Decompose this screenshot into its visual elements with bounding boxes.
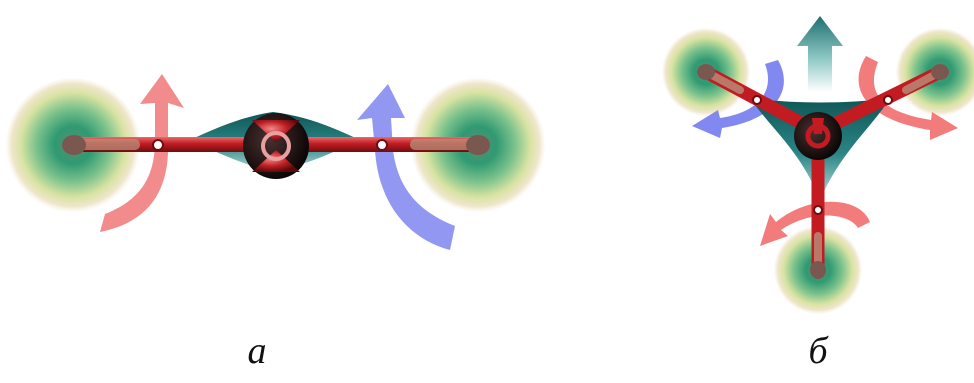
bottom-motor (810, 261, 826, 279)
top-right-motor (931, 64, 949, 80)
panel-a (6, 74, 545, 250)
bottom-joint (814, 206, 822, 214)
teal-lift-arrow (797, 16, 843, 92)
top-left-joint (753, 96, 761, 104)
panel-b (662, 16, 974, 314)
tri-center-hub-spoke (812, 118, 824, 134)
left-joint (153, 140, 163, 150)
left-motor (62, 135, 86, 155)
panel-a-caption: а (248, 332, 267, 370)
top-right-joint (884, 96, 892, 104)
right-motor (466, 135, 490, 155)
right-joint (377, 140, 387, 150)
panel-b-caption: б (808, 332, 827, 370)
top-left-motor (697, 64, 715, 80)
